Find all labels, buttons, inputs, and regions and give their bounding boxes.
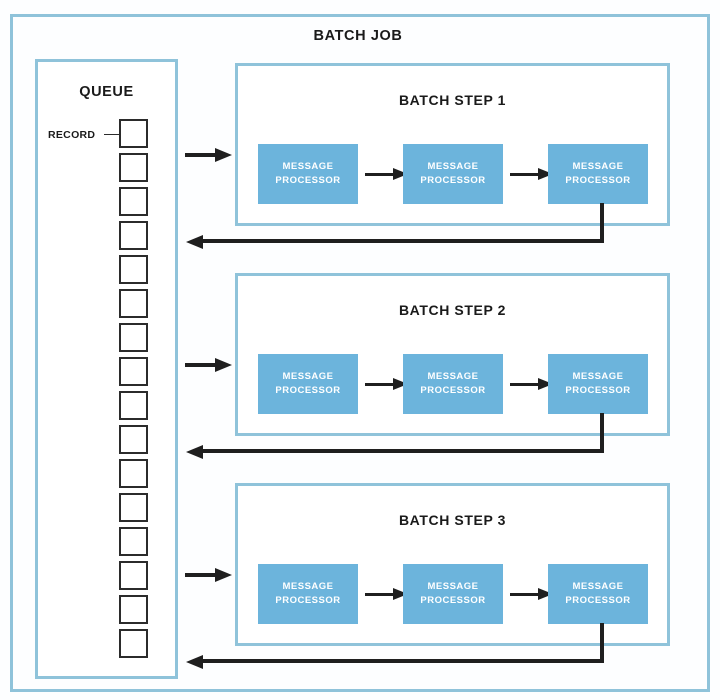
- batch-step-3-title: BATCH STEP 3: [398, 512, 507, 528]
- queue-record-box[interactable]: [119, 221, 148, 250]
- flow-arrow-icon-1-2: [510, 168, 553, 180]
- arrow-head: [186, 654, 203, 669]
- message-processor-1-1[interactable]: MESSAGE PROCESSOR: [258, 144, 358, 204]
- flow-arrow-icon-1-1: [365, 168, 408, 180]
- message-processor-2-3[interactable]: MESSAGE PROCESSOR: [548, 354, 648, 414]
- message-processor-2-1[interactable]: MESSAGE PROCESSOR: [258, 354, 358, 414]
- message-processor-line2: PROCESSOR: [275, 595, 341, 606]
- queue-panel: [35, 59, 178, 679]
- message-processor-1-2[interactable]: MESSAGE PROCESSOR: [403, 144, 503, 204]
- queue-record-box[interactable]: [119, 391, 148, 420]
- batch-step-3-processor-row: MESSAGE PROCESSOR MESSAGE PROCESSOR MESS…: [238, 564, 667, 624]
- message-processor-3-1[interactable]: MESSAGE PROCESSOR: [258, 564, 358, 624]
- queue-to-step-2-arrow-icon: [185, 357, 233, 372]
- flow-arrow-icon-3-1: [365, 588, 408, 600]
- batch-step-2-processor-row: MESSAGE PROCESSOR MESSAGE PROCESSOR MESS…: [238, 354, 667, 414]
- batch-step-3: BATCH STEP 3 MESSAGE PROCESSOR MESSAGE P…: [235, 483, 670, 646]
- message-processor-line1: MESSAGE: [282, 581, 334, 593]
- batch-step-2-title: BATCH STEP 2: [398, 302, 507, 318]
- message-processor-line1: MESSAGE: [427, 371, 479, 383]
- queue-record-box[interactable]: [119, 153, 148, 182]
- queue-record-box[interactable]: [119, 595, 148, 624]
- queue-record-box[interactable]: [119, 527, 148, 556]
- step-1-to-queue-return-arrow-icon: [186, 203, 604, 253]
- arrow-head: [215, 357, 232, 372]
- arrow-shaft: [510, 172, 541, 177]
- arrow-horizontal-segment: [200, 239, 604, 243]
- message-processor-line1: MESSAGE: [427, 581, 479, 593]
- queue-record-box[interactable]: [119, 561, 148, 590]
- batch-step-1: BATCH STEP 1 MESSAGE PROCESSOR MESSAGE P…: [235, 63, 670, 226]
- message-processor-3-2[interactable]: MESSAGE PROCESSOR: [403, 564, 503, 624]
- message-processor-line2: PROCESSOR: [565, 595, 631, 606]
- queue-record-box[interactable]: [119, 289, 148, 318]
- arrow-horizontal-segment: [200, 659, 604, 663]
- message-processor-line2: PROCESSOR: [275, 175, 341, 186]
- step-2-to-queue-return-arrow-icon: [186, 413, 604, 463]
- batch-step-1-title: BATCH STEP 1: [398, 92, 507, 108]
- message-processor-1-3[interactable]: MESSAGE PROCESSOR: [548, 144, 648, 204]
- arrow-shaft: [185, 153, 218, 157]
- arrow-head: [215, 147, 232, 162]
- message-processor-line2: PROCESSOR: [420, 595, 486, 606]
- arrow-vertical-segment: [600, 623, 604, 663]
- message-processor-line2: PROCESSOR: [565, 385, 631, 396]
- arrow-shaft: [365, 172, 396, 177]
- step-3-to-queue-return-arrow-icon: [186, 623, 604, 673]
- arrow-shaft: [185, 573, 218, 577]
- arrow-shaft: [510, 382, 541, 387]
- arrow-head: [186, 234, 203, 249]
- arrow-shaft: [365, 382, 396, 387]
- message-processor-line1: MESSAGE: [282, 161, 334, 173]
- arrow-shaft: [510, 592, 541, 597]
- record-column: [119, 119, 149, 663]
- message-processor-line1: MESSAGE: [572, 371, 624, 383]
- arrow-shaft: [185, 363, 218, 367]
- queue-record-box[interactable]: [119, 187, 148, 216]
- message-processor-line2: PROCESSOR: [565, 175, 631, 186]
- message-processor-line1: MESSAGE: [282, 371, 334, 383]
- queue-to-step-1-arrow-icon: [185, 147, 233, 162]
- queue-record-box[interactable]: [119, 357, 148, 386]
- message-processor-2-2[interactable]: MESSAGE PROCESSOR: [403, 354, 503, 414]
- queue-record-box[interactable]: [119, 119, 148, 148]
- arrow-horizontal-segment: [200, 449, 604, 453]
- record-leader-line: [104, 133, 119, 136]
- batch-step-2: BATCH STEP 2 MESSAGE PROCESSOR MESSAGE P…: [235, 273, 670, 436]
- arrow-head: [215, 567, 232, 582]
- record-label: RECORD: [48, 129, 96, 141]
- queue-record-box[interactable]: [119, 323, 148, 352]
- flow-arrow-icon-3-2: [510, 588, 553, 600]
- flow-arrow-icon-2-2: [510, 378, 553, 390]
- flow-arrow-icon-2-1: [365, 378, 408, 390]
- batch-job-title: BATCH JOB: [313, 28, 403, 44]
- arrow-vertical-segment: [600, 413, 604, 453]
- message-processor-line2: PROCESSOR: [420, 175, 486, 186]
- queue-to-step-3-arrow-icon: [185, 567, 233, 582]
- arrow-shaft: [365, 592, 396, 597]
- queue-record-box[interactable]: [119, 629, 148, 658]
- queue-record-box[interactable]: [119, 459, 148, 488]
- message-processor-line1: MESSAGE: [572, 581, 624, 593]
- arrow-head: [186, 444, 203, 459]
- message-processor-line1: MESSAGE: [572, 161, 624, 173]
- arrow-vertical-segment: [600, 203, 604, 243]
- message-processor-line2: PROCESSOR: [420, 385, 486, 396]
- batch-step-1-processor-row: MESSAGE PROCESSOR MESSAGE PROCESSOR MESS…: [238, 144, 667, 204]
- queue-record-box[interactable]: [119, 255, 148, 284]
- queue-title: QUEUE: [79, 84, 134, 100]
- message-processor-3-3[interactable]: MESSAGE PROCESSOR: [548, 564, 648, 624]
- message-processor-line2: PROCESSOR: [275, 385, 341, 396]
- queue-record-box[interactable]: [119, 493, 148, 522]
- queue-record-box[interactable]: [119, 425, 148, 454]
- message-processor-line1: MESSAGE: [427, 161, 479, 173]
